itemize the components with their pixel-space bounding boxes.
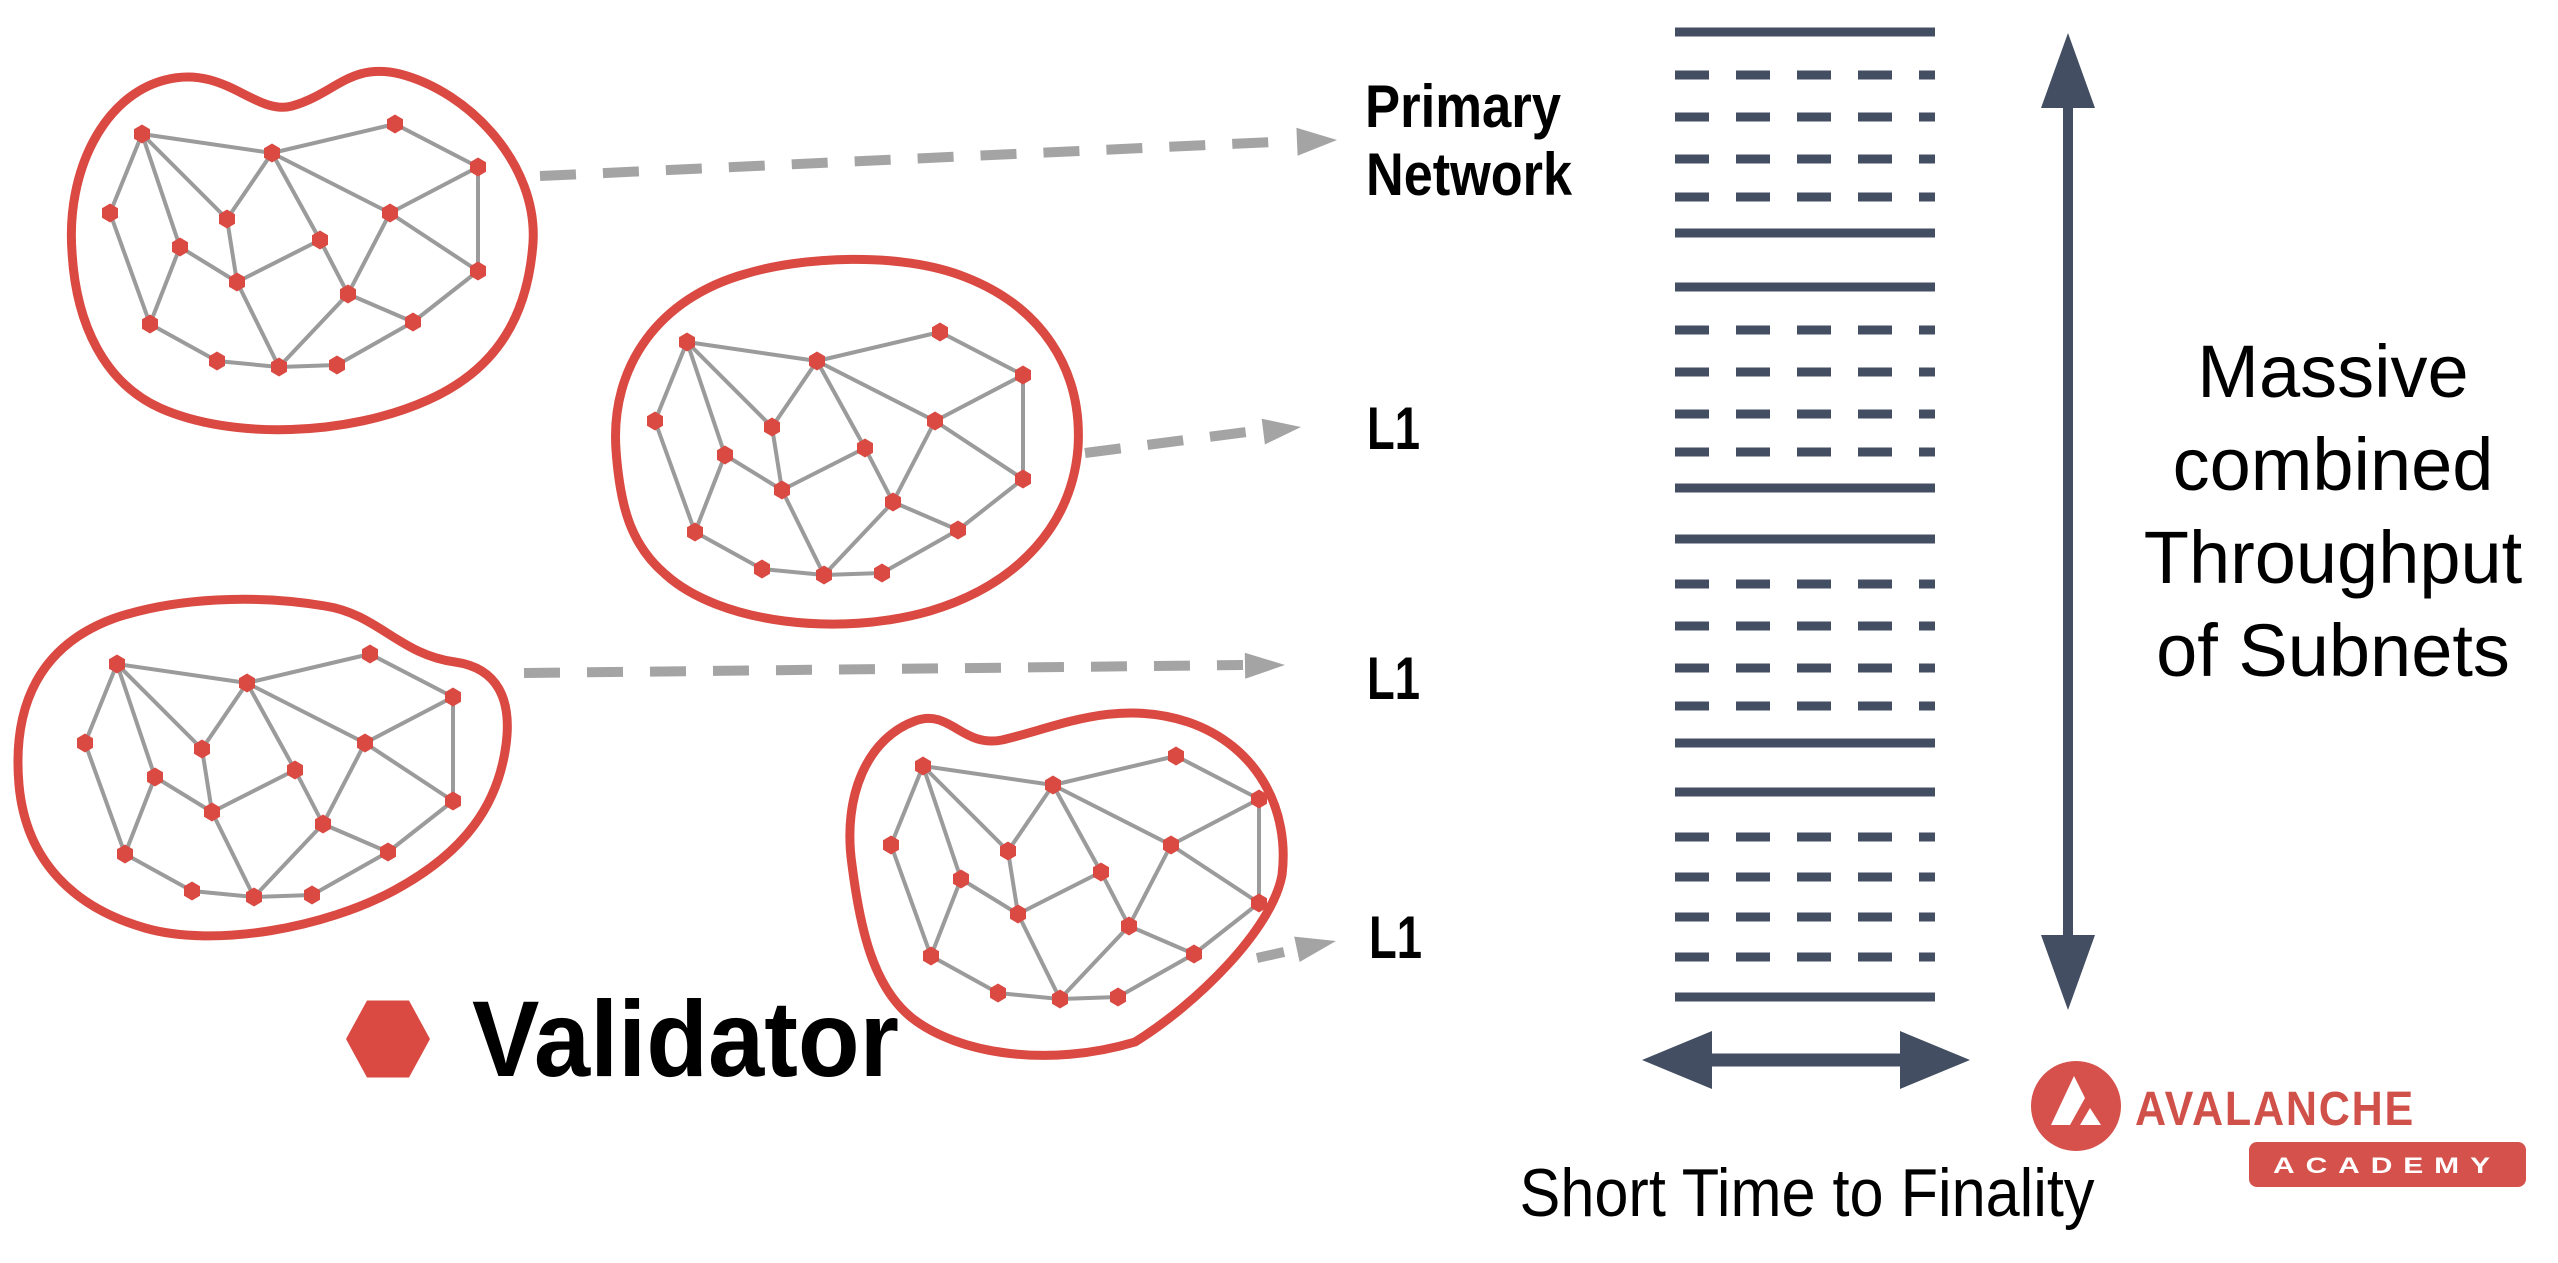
svg-text:of Subnets: of Subnets (2156, 609, 2510, 692)
svg-text:L1: L1 (1367, 645, 1420, 712)
svg-text:L1: L1 (1367, 395, 1420, 462)
svg-text:AVALANCHE: AVALANCHE (2135, 1083, 2415, 1136)
svg-text:Validator: Validator (472, 978, 899, 1099)
svg-text:ACADEMY: ACADEMY (2273, 1153, 2501, 1178)
svg-text:L1: L1 (1369, 904, 1422, 971)
svg-text:Primary: Primary (1365, 73, 1562, 140)
svg-text:Short Time to Finality: Short Time to Finality (1520, 1155, 2095, 1231)
svg-text:Massive: Massive (2197, 330, 2468, 413)
svg-text:combined: combined (2173, 423, 2494, 506)
svg-text:Network: Network (1366, 141, 1573, 208)
svg-text:Throughput: Throughput (2144, 516, 2523, 599)
